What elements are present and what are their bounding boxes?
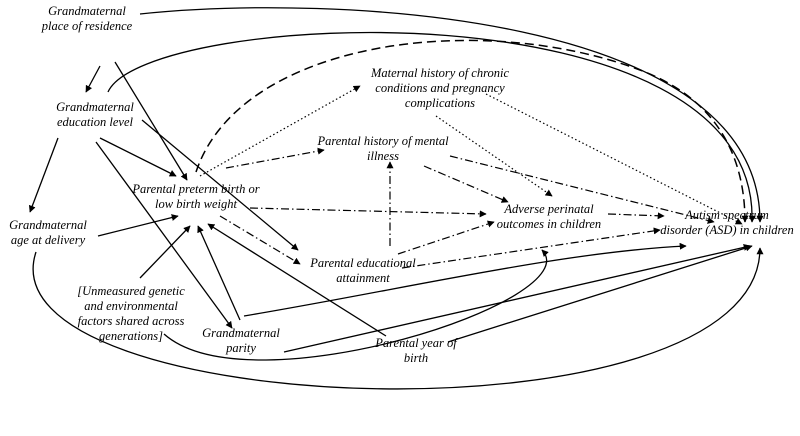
- node-parental-history-mental-illness: Parental history of mental illness: [310, 134, 456, 164]
- node-line: conditions and pregnancy: [375, 81, 505, 95]
- node-line: factors shared across: [77, 314, 185, 328]
- node-line: age at delivery: [10, 233, 86, 247]
- node-line: illness: [367, 149, 399, 163]
- edge-residence-to-education: [85, 65, 101, 93]
- edge-mental-to-asd: [449, 155, 715, 224]
- edge-parental-edu-to-asd: [401, 227, 661, 269]
- node-line: Parental preterm birth or: [132, 182, 260, 196]
- node-grandmaternal-parity: Grandmaternal parity: [196, 326, 286, 356]
- node-parental-year-of-birth: Parental year of birth: [366, 336, 466, 366]
- edge-parental-edu-to-perinatal: [397, 220, 495, 255]
- node-unmeasured-genetic-factors: [Unmeasured genetic and environmental fa…: [66, 284, 196, 344]
- node-line: Grandmaternal: [48, 4, 126, 18]
- edge-parity-to-preterm: [197, 225, 241, 321]
- node-line: Autism spectrum: [685, 208, 769, 222]
- edge-year-to-asd: [447, 244, 753, 343]
- node-line: birth: [403, 351, 429, 365]
- edge-education-to-asd: [107, 31, 756, 223]
- node-line: Grandmaternal: [9, 218, 87, 232]
- node-line: Grandmaternal: [202, 326, 280, 340]
- edge-chronic-to-perinatal: [435, 115, 553, 197]
- edge-parity-to-asd: [283, 243, 751, 353]
- edge-preterm-to-perinatal: [249, 207, 487, 218]
- node-line: Parental year of: [375, 336, 457, 350]
- edge-unmeasured-to-asd: [243, 242, 687, 317]
- node-line: Parental history of mental: [317, 134, 449, 148]
- node-line: disorder (ASD) in children: [660, 223, 794, 237]
- edge-age-to-asd: [32, 247, 764, 390]
- edge-preterm-to-asd: [195, 39, 749, 223]
- edge-preterm-to-parental-edu: [219, 215, 301, 265]
- edge-education-to-parity: [95, 141, 233, 329]
- node-maternal-history-chronic-conditions: Maternal history of chronic conditions a…: [362, 66, 518, 111]
- edge-age-to-preterm: [97, 214, 179, 237]
- node-line: low birth weight: [155, 197, 237, 211]
- node-line: and environmental: [84, 299, 178, 313]
- edge-perinatal-to-asd: [607, 212, 665, 220]
- edge-residence-to-asd: [139, 7, 764, 223]
- node-parental-educational-attainment: Parental educational attainment: [300, 256, 426, 286]
- node-line: Adverse perinatal: [504, 202, 594, 216]
- edge-mental-to-perinatal: [423, 165, 509, 203]
- node-adverse-perinatal-outcomes: Adverse perinatal outcomes in children: [486, 202, 612, 232]
- node-line: education level: [56, 115, 133, 129]
- edge-unmeasured-to-preterm: [139, 225, 191, 279]
- edge-education-to-preterm: [99, 137, 177, 177]
- node-line: outcomes in children: [496, 217, 602, 231]
- node-parental-preterm-birth: Parental preterm birth or low birth weig…: [126, 182, 266, 212]
- edge-preterm-to-chronic: [199, 85, 361, 177]
- edge-residence-to-preterm: [114, 61, 188, 181]
- node-line: [Unmeasured genetic: [77, 284, 185, 298]
- node-line: complications: [404, 96, 476, 110]
- node-line: Parental educational: [310, 256, 416, 270]
- edge-preterm-to-mental: [225, 147, 325, 169]
- node-line: attainment: [336, 271, 390, 285]
- node-grandmaternal-education-level: Grandmaternal education level: [40, 100, 150, 130]
- node-line: Grandmaternal: [56, 100, 134, 114]
- node-line: Maternal history of chronic: [370, 66, 510, 80]
- node-autism-spectrum-disorder: Autism spectrum disorder (ASD) in childr…: [654, 208, 800, 238]
- node-line: place of residence: [41, 19, 133, 33]
- node-line: parity: [226, 341, 256, 355]
- node-grandmaternal-age-at-delivery: Grandmaternal age at delivery: [0, 218, 96, 248]
- edge-education-to-parental-edu: [141, 119, 299, 251]
- edge-year-to-preterm: [207, 223, 387, 337]
- edge-education-to-age: [28, 137, 59, 213]
- edge-unmeasured-to-perinatal: [163, 249, 549, 361]
- node-grandmaternal-place-of-residence: Grandmaternal place of residence: [22, 4, 152, 34]
- node-line: generations]: [99, 329, 163, 343]
